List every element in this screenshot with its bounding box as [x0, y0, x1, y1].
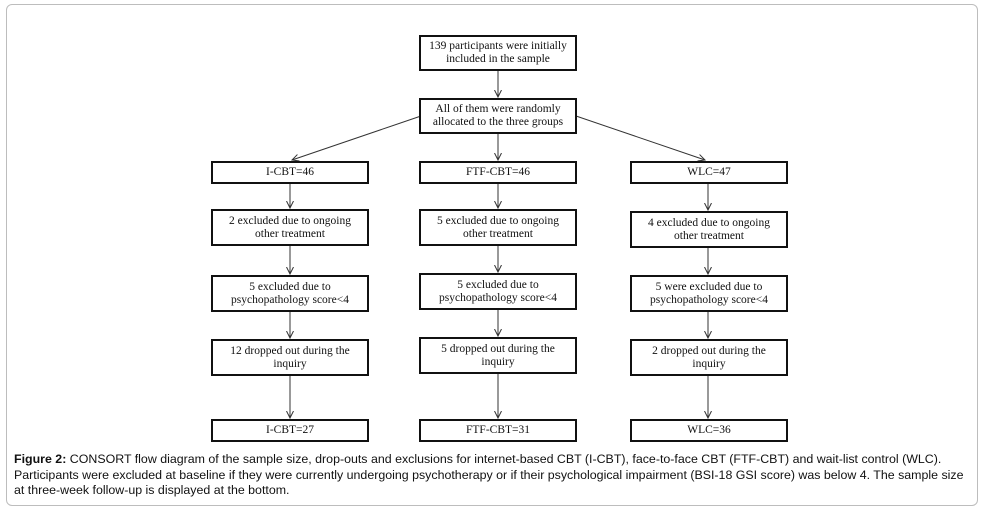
box-ftf-excluded-treatment: 5 excluded due to ongoing other treatmen… — [419, 209, 577, 246]
box-randomized: All of them were randomly allocated to t… — [419, 98, 577, 134]
box-wlc-header: WLC=47 — [630, 161, 788, 184]
caption-label: Figure 2: — [14, 452, 67, 466]
box-icbt-dropped: 12 dropped out during the inquiry — [211, 339, 369, 376]
box-initial-sample: 139 participants were initially included… — [419, 35, 577, 71]
arrow-random-to-icbt — [292, 115, 422, 160]
box-ftf-excluded-score: 5 excluded due to psychopathology score<… — [419, 273, 577, 310]
box-wlc-final: WLC=36 — [630, 419, 788, 442]
box-wlc-excluded-score: 5 were excluded due to psychopathology s… — [630, 275, 788, 312]
box-icbt-excluded-score: 5 excluded due to psychopathology score<… — [211, 275, 369, 312]
box-icbt-header: I-CBT=46 — [211, 161, 369, 184]
caption-text: CONSORT flow diagram of the sample size,… — [14, 452, 964, 497]
box-wlc-dropped: 2 dropped out during the inquiry — [630, 339, 788, 376]
figure-caption: Figure 2: CONSORT flow diagram of the sa… — [14, 452, 974, 499]
box-wlc-excluded-treatment: 4 excluded due to ongoing other treatmen… — [630, 211, 788, 248]
box-ftf-final: FTF-CBT=31 — [419, 419, 577, 442]
box-ftf-dropped: 5 dropped out during the inquiry — [419, 337, 577, 374]
arrow-random-to-wlc — [575, 115, 705, 160]
box-icbt-excluded-treatment: 2 excluded due to ongoing other treatmen… — [211, 209, 369, 246]
box-ftf-header: FTF-CBT=46 — [419, 161, 577, 184]
box-icbt-final: I-CBT=27 — [211, 419, 369, 442]
